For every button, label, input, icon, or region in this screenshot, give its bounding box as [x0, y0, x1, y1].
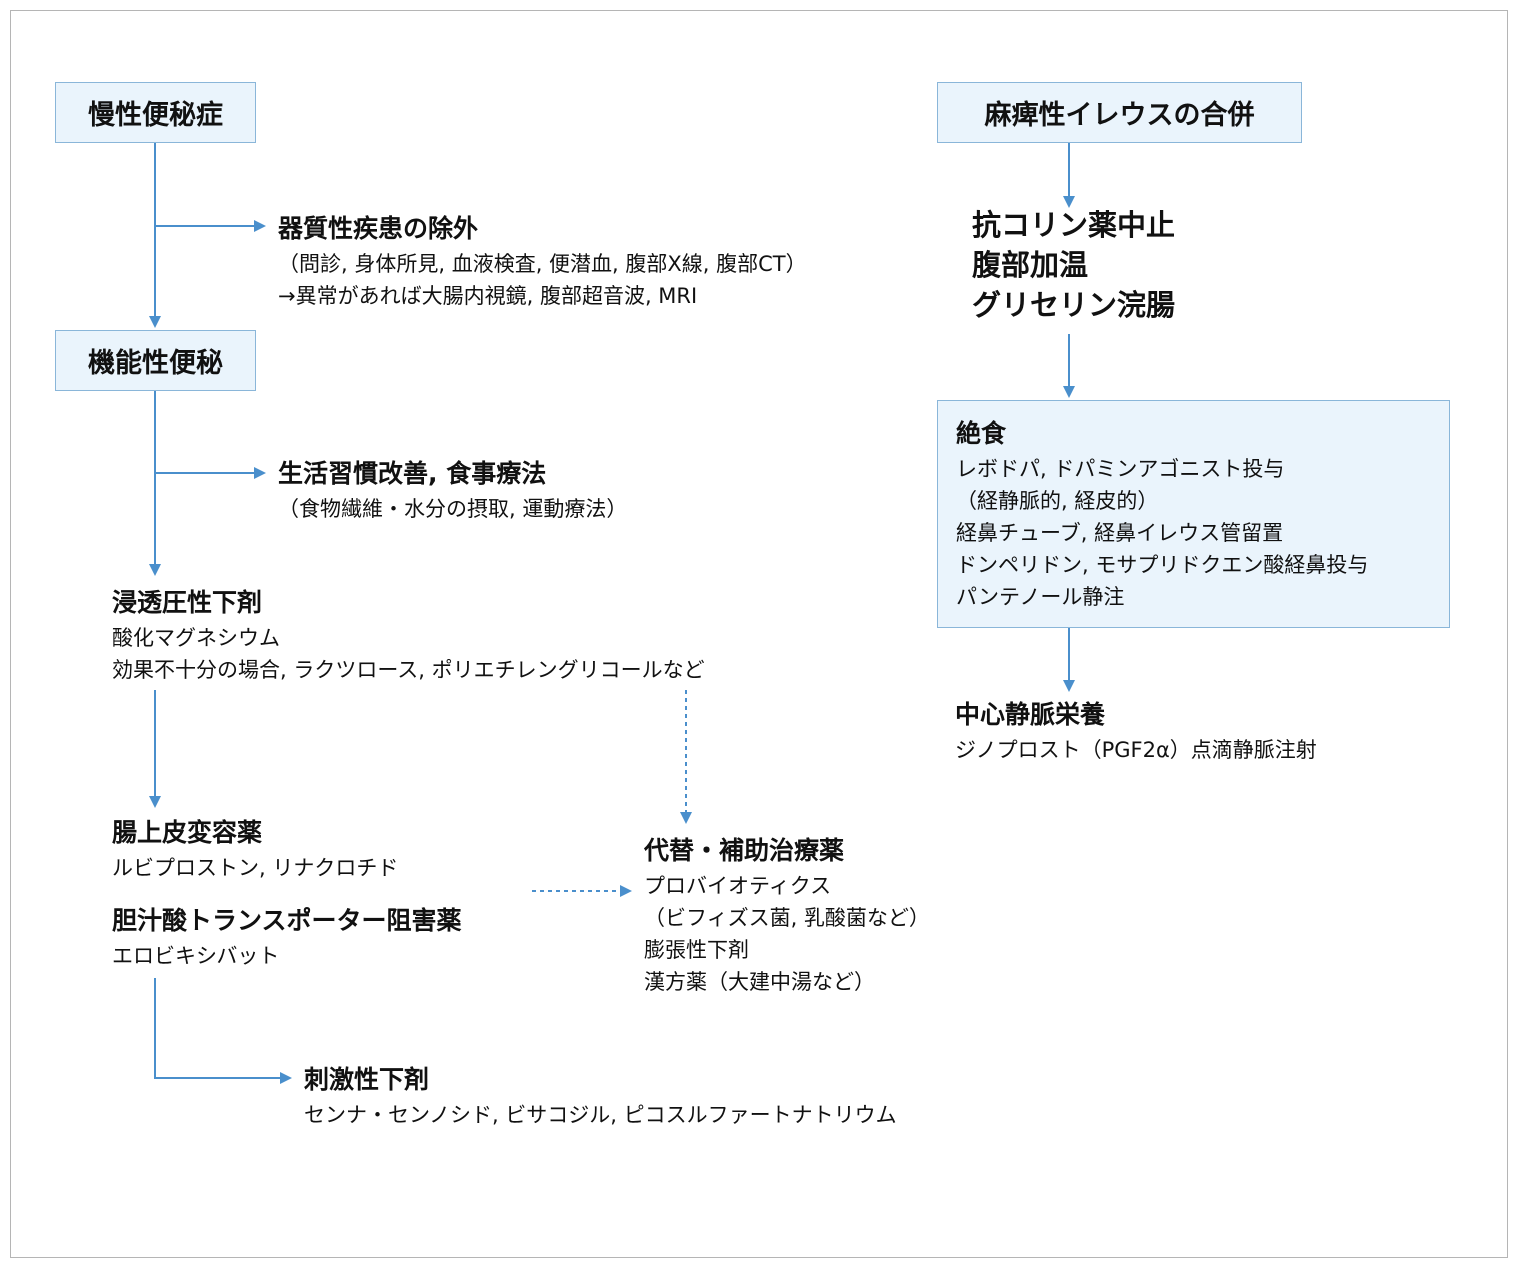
organic-line: （問診, 身体所見, 血液検査, 便潜血, 腹部X線, 腹部CT）: [278, 252, 807, 276]
fasting-line: パンテノール静注: [956, 585, 1125, 609]
lifestyle-title: 生活習慣改善, 食事療法: [278, 459, 547, 488]
fasting-line: 経鼻チューブ, 経鼻イレウス管留置: [956, 521, 1284, 545]
block-stimulant: 刺激性下剤 センナ・センノシド, ビサコジル, ピコスルファートナトリウム: [304, 1061, 897, 1131]
block-bile-acid: 胆汁酸トランスポーター阻害薬 エロビキシバット: [112, 902, 462, 972]
box-chronic-constipation: 慢性便秘症: [55, 82, 256, 143]
paralytic-ileus-label: 麻痺性イレウスの合併: [984, 100, 1255, 131]
stimulant-line: センナ・センノシド, ビサコジル, ピコスルファートナトリウム: [304, 1103, 897, 1127]
box-fasting: 絶食 レボドパ, ドパミンアゴニスト投与 （経静脈的, 経皮的） 経鼻チューブ,…: [937, 400, 1450, 628]
block-first-steps: 抗コリン薬中止 腹部加温 グリセリン浣腸: [972, 205, 1175, 325]
osmotic-title: 浸透圧性下剤: [112, 588, 263, 617]
block-osmotic-laxative: 浸透圧性下剤 酸化マグネシウム 効果不十分の場合, ラクツロース, ポリエチレン…: [112, 584, 705, 686]
organic-line: →異常があれば大腸内視鏡, 腹部超音波, MRI: [278, 284, 698, 308]
first-step: 腹部加温: [972, 248, 1089, 282]
tpn-title: 中心静脈栄養: [955, 700, 1106, 729]
block-epithelial: 腸上皮変容薬 ルビプロストン, リナクロチド: [112, 814, 398, 884]
osmotic-line: 効果不十分の場合, ラクツロース, ポリエチレングリコールなど: [112, 658, 705, 682]
osmotic-line: 酸化マグネシウム: [112, 626, 280, 650]
functional-constipation-label: 機能性便秘: [88, 348, 223, 379]
first-step: 抗コリン薬中止: [972, 208, 1176, 242]
epithelial-title: 腸上皮変容薬: [112, 818, 263, 847]
fasting-title: 絶食: [956, 419, 1007, 448]
bile-line: エロビキシバット: [112, 944, 280, 968]
fasting-line: レボドパ, ドパミンアゴニスト投与: [956, 457, 1285, 481]
lifestyle-line: （食物繊維・水分の摂取, 運動療法）: [278, 497, 628, 521]
first-step: グリセリン浣腸: [972, 288, 1176, 322]
fasting-line: （経静脈的, 経皮的）: [956, 489, 1159, 513]
chronic-constipation-label: 慢性便秘症: [88, 100, 223, 131]
fasting-line: ドンペリドン, モサプリドクエン酸経鼻投与: [956, 553, 1369, 577]
alternative-line: 漢方薬（大建中湯など）: [644, 970, 875, 994]
block-lifestyle: 生活習慣改善, 食事療法 （食物繊維・水分の摂取, 運動療法）: [278, 455, 627, 525]
block-tpn: 中心静脈栄養 ジノプロスト（PGF2α）点滴静脈注射: [955, 696, 1317, 766]
stimulant-title: 刺激性下剤: [304, 1065, 430, 1094]
diagram-frame: [10, 10, 1508, 1258]
epithelial-line: ルビプロストン, リナクロチド: [112, 856, 399, 880]
block-alternative: 代替・補助治療薬 プロバイオティクス （ビフィズス菌, 乳酸菌など） 膨張性下剤…: [644, 832, 930, 998]
box-functional-constipation: 機能性便秘: [55, 330, 256, 391]
alternative-line: 膨張性下剤: [644, 938, 749, 962]
arrow-to-stimulant: [154, 978, 292, 1084]
alternative-line: プロバイオティクス: [644, 874, 832, 898]
bile-title: 胆汁酸トランスポーター阻害薬: [112, 906, 462, 935]
box-paralytic-ileus: 麻痺性イレウスの合併: [937, 82, 1302, 143]
organic-title: 器質性疾患の除外: [278, 214, 479, 243]
alternative-title: 代替・補助治療薬: [644, 836, 845, 865]
block-organic-exclusion: 器質性疾患の除外 （問診, 身体所見, 血液検査, 便潜血, 腹部X線, 腹部C…: [278, 210, 807, 312]
alternative-line: （ビフィズス菌, 乳酸菌など）: [644, 906, 930, 930]
tpn-line: ジノプロスト（PGF2α）点滴静脈注射: [955, 738, 1317, 762]
